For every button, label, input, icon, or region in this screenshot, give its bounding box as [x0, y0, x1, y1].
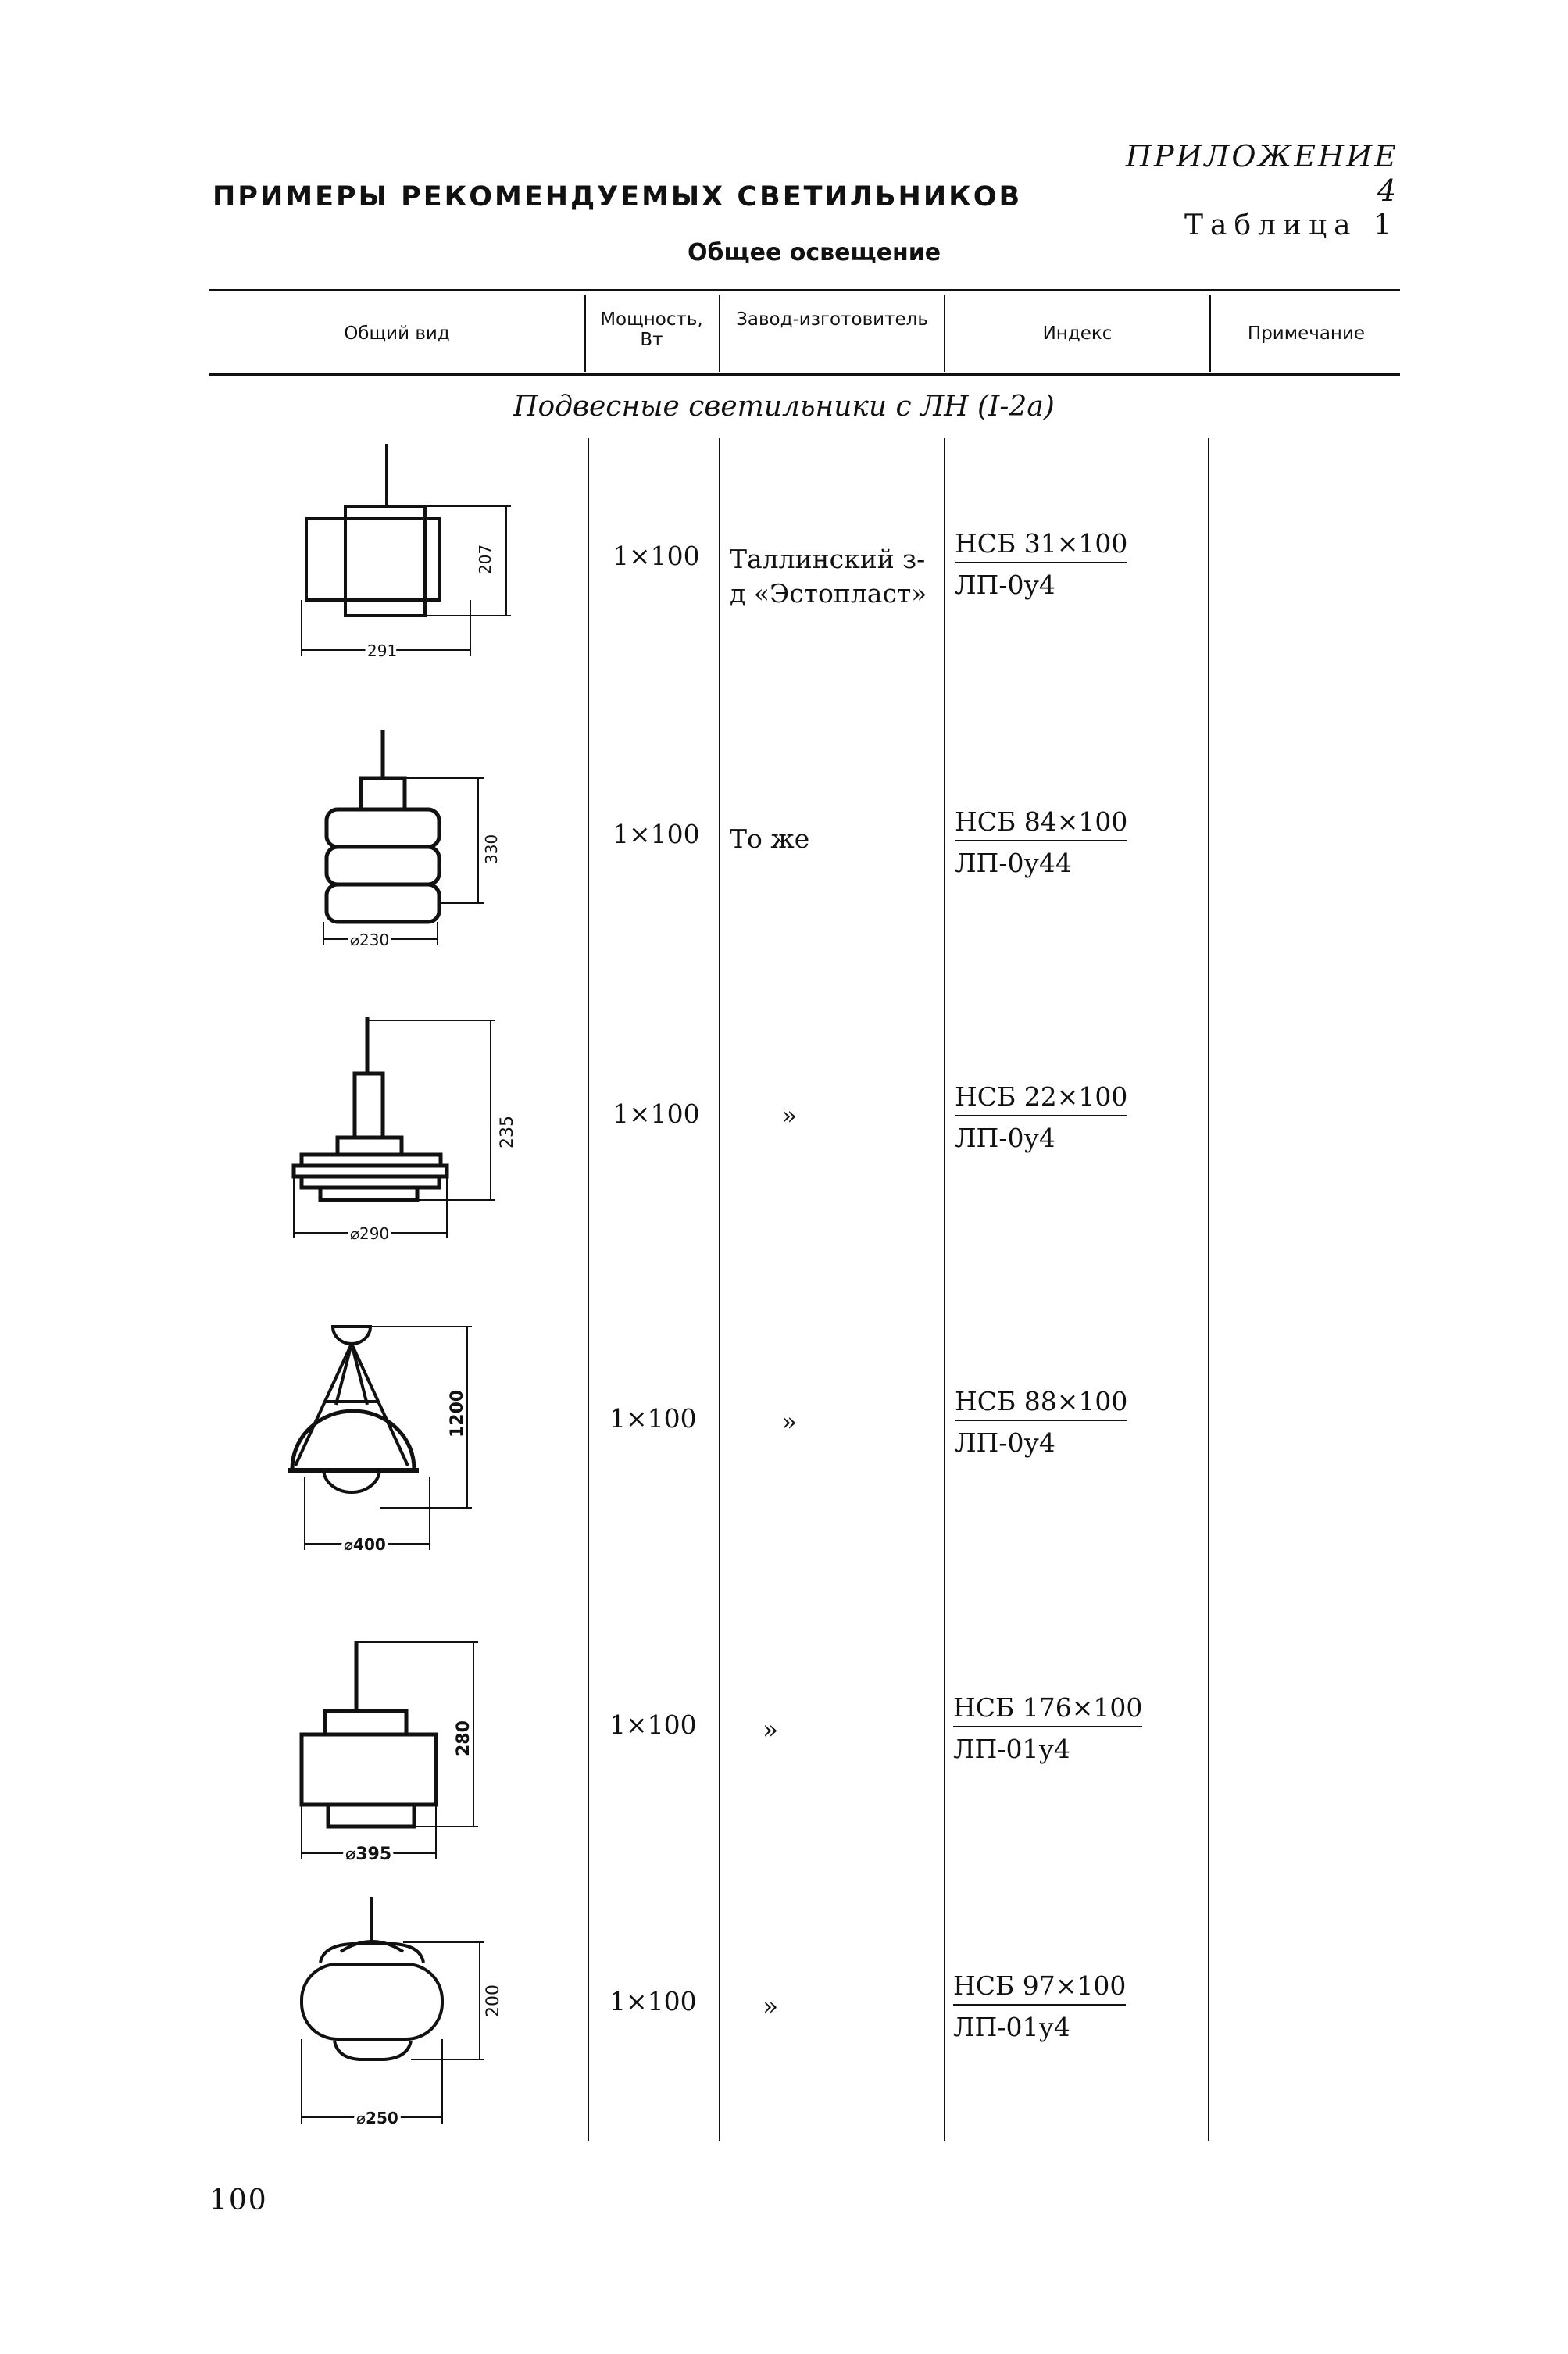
- dim-height-5: 280: [454, 1720, 473, 1756]
- row-3-index-bottom: ЛП-0у4: [955, 1123, 1055, 1153]
- row-6-maker: »: [763, 1991, 779, 2021]
- row-3-index-top: НСБ 22×100: [955, 1081, 1128, 1116]
- header-divider-4: [1209, 295, 1211, 372]
- row-4-index-bottom: ЛП-0у4: [955, 1427, 1055, 1458]
- luminaire-drawing-2: ⌀230 330: [323, 730, 501, 952]
- header-maker: Завод-изготовитель: [736, 309, 928, 330]
- row-4-maker: »: [781, 1406, 798, 1437]
- dim-height-3: 235: [498, 1116, 517, 1148]
- dim-width-3: ⌀290: [350, 1224, 389, 1243]
- dim-width-5: ⌀395: [345, 1845, 391, 1864]
- body-divider-3: [944, 438, 945, 2141]
- table-top-rule: [209, 289, 1400, 291]
- row-5-power: 1×100: [609, 1709, 697, 1740]
- row-6-index-top: НСБ 97×100: [953, 1970, 1127, 2006]
- dim-height-4: 1200: [448, 1390, 467, 1438]
- dim-height-6: 200: [484, 1984, 503, 2017]
- row-3-maker: »: [781, 1100, 798, 1131]
- row-4-index-top: НСБ 88×100: [955, 1386, 1128, 1421]
- header-power: Мощность, Вт: [600, 309, 703, 350]
- header-view: Общий вид: [344, 323, 450, 344]
- header-divider-2: [719, 295, 720, 372]
- row-5-index-top: НСБ 176×100: [953, 1692, 1143, 1727]
- row-6-power: 1×100: [609, 1986, 697, 2016]
- row-1-power: 1×100: [613, 541, 700, 571]
- table-label: Таблица 1: [1184, 209, 1398, 241]
- row-2-index-top: НСБ 84×100: [955, 806, 1128, 841]
- dim-height-1: 207: [476, 545, 495, 574]
- row-5-index-bottom: ЛП-01у4: [953, 1734, 1070, 1764]
- header-index: Индекс: [1042, 323, 1113, 344]
- row-1-maker: Таллинский з-д «Эстопласт»: [730, 544, 927, 609]
- row-4-power: 1×100: [609, 1403, 697, 1434]
- row-5-maker: »: [763, 1714, 779, 1745]
- luminaire-drawing-6: ⌀250 200: [300, 1897, 503, 2131]
- body-divider-1: [588, 438, 589, 2141]
- row-2-maker: То же: [730, 823, 810, 854]
- header-divider-3: [944, 295, 945, 372]
- page-subtitle: Общее освещение: [688, 239, 941, 266]
- row-2-index-bottom: ЛП-0у44: [955, 848, 1072, 878]
- luminaire-drawing-5: ⌀395 280: [299, 1641, 478, 1867]
- luminaire-drawing-3: ⌀290 235: [291, 1017, 517, 1246]
- body-divider-4: [1208, 438, 1209, 2141]
- dim-width-2: ⌀230: [350, 931, 389, 949]
- section-title: Подвесные светильники с ЛН (I-2а): [513, 391, 1055, 423]
- dim-height-2: 330: [482, 834, 501, 864]
- header-divider-1: [584, 295, 586, 372]
- luminaire-drawing-4: ⌀400 1200: [288, 1325, 472, 1557]
- header-note: Примечание: [1247, 323, 1366, 344]
- appendix-label: ПРИЛОЖЕНИЕ 4: [1125, 139, 1398, 208]
- row-6-index-bottom: ЛП-01у4: [953, 2012, 1070, 2042]
- dim-width-1: 291: [367, 641, 397, 660]
- dim-width-4: ⌀400: [344, 1535, 386, 1554]
- row-1-index-top: НСБ 31×100: [955, 528, 1128, 563]
- page-number: 100: [209, 2184, 268, 2216]
- row-1-index-bottom: ЛП-0у4: [955, 570, 1055, 600]
- table-header-rule: [209, 373, 1400, 376]
- row-3-power: 1×100: [613, 1098, 700, 1129]
- row-2-power: 1×100: [613, 819, 700, 849]
- page-title: ПРИМЕРЫ РЕКОМЕНДУЕМЫХ СВЕТИЛЬНИКОВ: [213, 181, 1023, 213]
- luminaire-drawing-1: 291 207: [301, 444, 511, 663]
- body-divider-2: [719, 438, 720, 2141]
- dim-width-6: ⌀250: [356, 2109, 398, 2127]
